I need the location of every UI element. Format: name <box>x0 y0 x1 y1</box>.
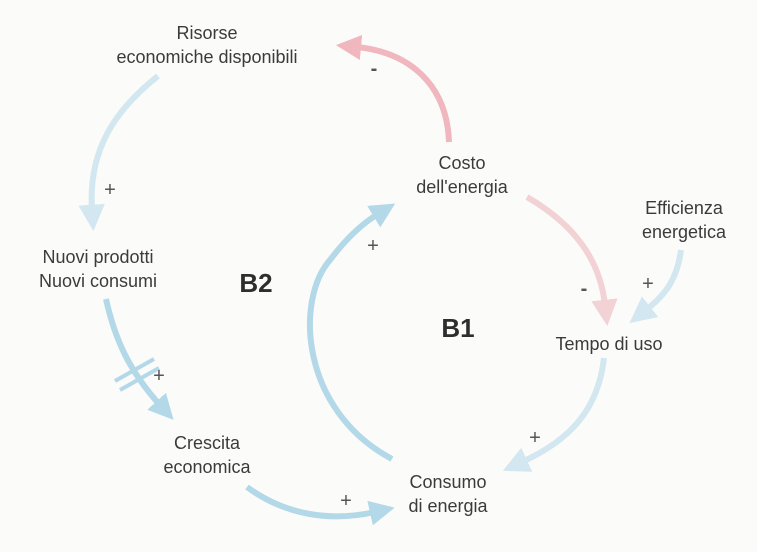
node-crescita: Crescita economica <box>163 431 250 479</box>
delay-mark-2 <box>119 366 160 392</box>
polarity-efficienza-tempo: + <box>642 273 654 295</box>
delay-mark-1 <box>114 357 155 383</box>
node-risorse-line2: economiche disponibili <box>116 47 298 67</box>
node-efficienza: Efficienza energetica <box>642 196 726 244</box>
link-costo-to-risorse <box>335 34 452 143</box>
link-tempo-to-consumo <box>502 357 607 472</box>
node-nuovi-line2: Nuovi consumi <box>38 271 158 291</box>
link-crescita-to-consumo <box>245 484 395 526</box>
polarity-consumo-costo: + <box>367 235 379 257</box>
polarity-costo-risorse: - <box>370 58 378 80</box>
node-risorse-line1: Risorse <box>176 23 238 43</box>
node-crescita-line2: economica <box>163 457 251 477</box>
node-nuovi-line1: Nuovi prodotti <box>42 247 154 267</box>
node-costo-line2: dell'energia <box>416 177 508 197</box>
node-efficienza-line1: Efficienza <box>645 198 723 218</box>
node-tempo: Tempo di uso <box>555 332 662 356</box>
node-efficienza-line2: energetica <box>641 222 727 242</box>
link-nuovi-to-crescita <box>103 298 174 420</box>
polarity-tempo-consumo: + <box>529 427 541 449</box>
node-consumo: Consumo di energia <box>408 470 487 518</box>
polarity-nuovi-crescita: + <box>153 365 165 387</box>
node-tempo-line1: Tempo di uso <box>555 334 663 354</box>
polarity-costo-tempo: - <box>580 278 588 300</box>
link-costo-to-tempo <box>525 194 618 326</box>
polarity-crescita-consumo: + <box>340 490 352 512</box>
node-consumo-line1: Consumo <box>409 472 487 492</box>
link-consumo-to-costo <box>306 203 396 462</box>
node-crescita-line1: Crescita <box>173 433 241 453</box>
node-costo: Costo dell'energia <box>416 151 508 199</box>
loop-label-b1: B1 <box>441 313 475 343</box>
node-risorse: Risorse economiche disponibili <box>116 21 297 69</box>
loop-label-b2: B2 <box>239 268 273 298</box>
link-efficienza-to-tempo <box>629 249 684 324</box>
node-nuovi: Nuovi prodotti Nuovi consumi <box>39 245 157 293</box>
polarity-risorse-nuovi: + <box>104 179 116 201</box>
node-costo-line1: Costo <box>438 153 486 173</box>
node-consumo-line2: di energia <box>408 496 488 516</box>
link-risorse-to-nuovi <box>78 73 160 232</box>
